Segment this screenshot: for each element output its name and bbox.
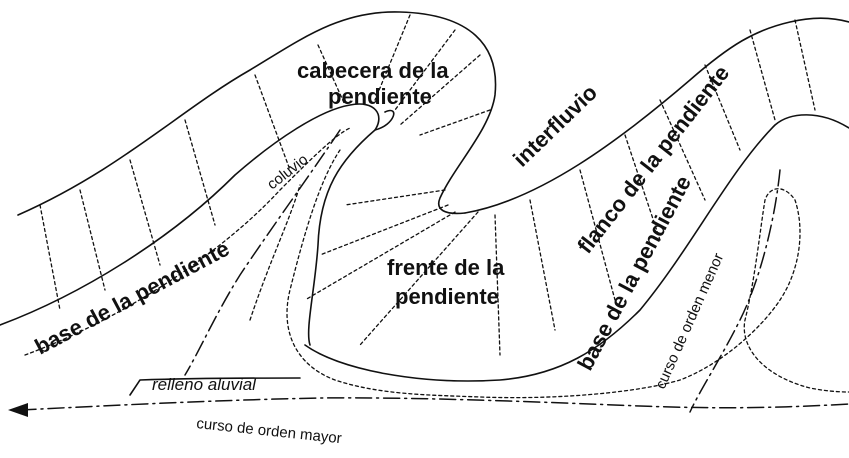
label-relleno-aluvial: relleno aluvial [152, 375, 257, 394]
right-ridge-upper-edge [464, 17, 849, 214]
label-coluvio: coluvio [264, 151, 311, 193]
slope-divide-lines [39, 14, 816, 356]
colluvium-channel [184, 129, 341, 376]
mid-ridge-inner-edge [374, 109, 395, 131]
label-frente-line2: pendiente [395, 284, 499, 309]
alluvial-fill-boundary [286, 149, 849, 399]
label-frente-line1: frente de la [387, 255, 505, 280]
colluvium-boundary-left [24, 127, 351, 356]
label-cabecera-line2: pendiente [328, 84, 432, 109]
left-ridge-upper-edge [17, 11, 497, 216]
right-ridge-lower-edge [304, 114, 849, 382]
major-stream-course [19, 397, 849, 411]
label-curso-mayor: curso de orden mayor [196, 415, 343, 447]
minor-stream-course [689, 169, 781, 413]
label-cabecera-line1: cabecera de la [297, 58, 449, 83]
label-curso-menor: curso de orden menor [652, 251, 727, 392]
left-ridge-lower-edge [0, 103, 380, 346]
alluvial-fill-edge [129, 377, 301, 396]
flow-arrow-icon [8, 403, 28, 417]
colluvium-boundary-right [249, 184, 301, 321]
